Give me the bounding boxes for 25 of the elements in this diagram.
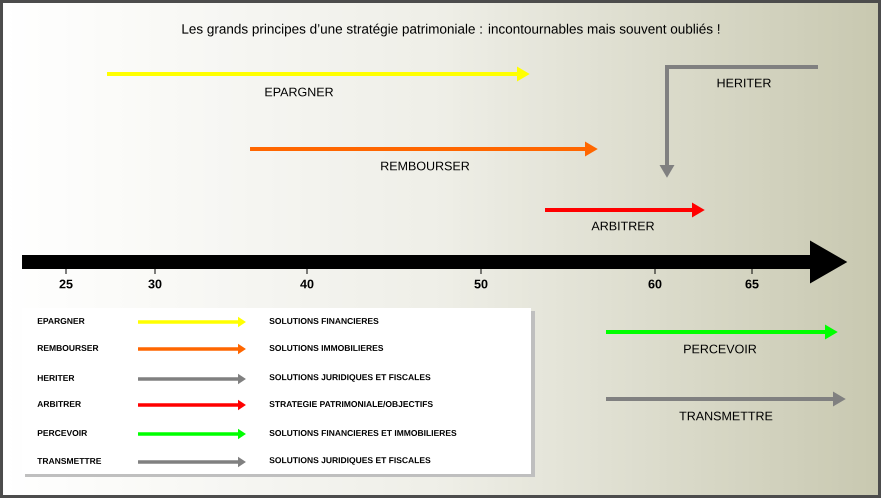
- category-label: TRANSMETTRE: [37, 458, 102, 464]
- tick-label: 65: [746, 280, 759, 288]
- category-label: ARBITRER: [37, 401, 81, 407]
- solution-label: SOLUTIONS IMMOBILIERES: [269, 345, 384, 351]
- solution-label: SOLUTIONS JURIDIQUES ET FISCALES: [269, 374, 430, 382]
- tick-label: 60: [648, 280, 662, 288]
- tick-label: 25: [60, 280, 73, 288]
- arrow-label: HERITER: [718, 78, 771, 88]
- category-label: PERCEVOIR: [38, 430, 88, 436]
- tick-label: 40: [300, 280, 314, 288]
- arrow-label: TRANSMETTRE: [679, 412, 772, 420]
- category-label: HERITER: [38, 375, 74, 381]
- solution-label: SOLUTIONS FINANCIERES ET IMMOBILIERES: [269, 430, 456, 436]
- arrow-label: EPARGNER: [265, 88, 334, 96]
- arrow-label: PERCEVOIR: [684, 344, 756, 354]
- solution-label: SOLUTIONS JURIDIQUES ET FISCALES: [269, 457, 430, 465]
- category-label: REMBOURSER: [38, 345, 98, 351]
- tick-label: 30: [148, 280, 162, 288]
- solution-label: SOLUTIONS FINANCIERES: [269, 318, 378, 324]
- category-label: EPARGNER: [38, 318, 85, 324]
- tick-label: 50: [474, 280, 488, 288]
- arrow-label: ARBITRER: [591, 222, 654, 230]
- arrow-label: REMBOURSER: [381, 162, 470, 170]
- solution-label: STRATEGIE PATRIMONIALE/OBJECTIFS: [269, 400, 433, 408]
- title: Les grands principes d’une stratégie patrimoniale : incontournables mais souvent oubliés !: [182, 24, 720, 36]
